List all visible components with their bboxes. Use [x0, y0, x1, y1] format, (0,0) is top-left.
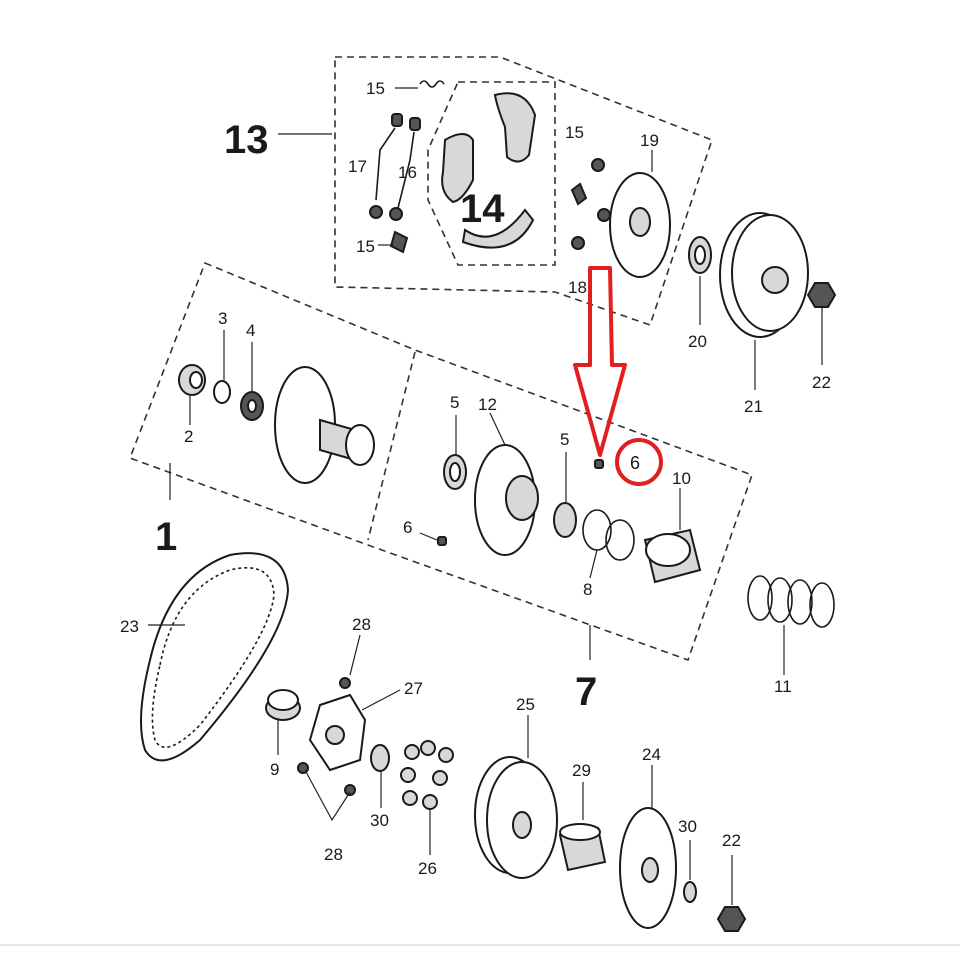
part-22-nut-top: [806, 282, 837, 365]
label-21: 21: [744, 397, 763, 416]
group-1-boundary: [128, 261, 754, 662]
group-14-boundary: [427, 81, 556, 266]
label-18: 18: [568, 278, 587, 297]
label-4: 4: [246, 321, 255, 340]
label-15-top: 15: [366, 79, 385, 98]
label-19: 19: [640, 131, 659, 150]
part-12-moveable-half: [474, 412, 539, 556]
part-5-ring-right: [553, 452, 577, 538]
part-23-belt: [140, 552, 290, 762]
label-10: 10: [672, 469, 691, 488]
part-26-rollers: [400, 740, 454, 855]
part-19-clutch-plate: [609, 150, 671, 278]
part-6-pin: [419, 532, 447, 546]
label-17: 17: [348, 157, 367, 176]
part-22-nut-bottom: [716, 855, 747, 932]
label-6-highlighted: 6: [630, 453, 640, 473]
part-4-seal: [240, 342, 264, 421]
part-17-16-pins: [369, 113, 421, 221]
part-25-pulley: [474, 715, 558, 879]
label-28-bottom: 28: [324, 845, 343, 864]
label-15-right: 15: [565, 123, 584, 142]
label-2: 2: [184, 427, 193, 446]
label-15-bottom: 15: [356, 237, 375, 256]
part-6-pin-highlighted: [594, 459, 604, 469]
part-27-ramp-plate: [308, 689, 401, 772]
part-28-sliders: [297, 634, 361, 822]
part-20-seal: [688, 236, 712, 325]
part-15-spring-top: [395, 80, 445, 89]
label-20: 20: [688, 332, 707, 351]
label-13: 13: [224, 118, 269, 162]
part-29-sleeve: [558, 782, 607, 872]
label-26: 26: [418, 859, 437, 878]
label-30-right: 30: [678, 817, 697, 836]
label-25: 25: [516, 695, 535, 714]
label-27: 27: [404, 679, 423, 698]
part-24-fan: [619, 765, 677, 929]
part-15-spring-bottom: [378, 230, 409, 254]
label-14: 14: [460, 187, 505, 231]
red-highlight-circle: [615, 438, 663, 486]
label-5-left: 5: [450, 393, 459, 412]
part-11-spring: [747, 575, 835, 675]
label-11: 11: [774, 677, 792, 696]
part-30-washer-right: [683, 840, 697, 903]
part-5-ring-left: [443, 415, 467, 490]
label-23: 23: [120, 617, 139, 636]
label-9: 9: [270, 760, 279, 779]
label-1: 1: [155, 515, 177, 559]
label-7: 7: [575, 670, 597, 714]
label-22-top: 22: [812, 373, 831, 392]
label-5-right: 5: [560, 430, 569, 449]
label-30-left: 30: [370, 811, 389, 830]
part-2-bearing: [178, 364, 206, 425]
label-6: 6: [403, 518, 412, 537]
part-9-sleeve: [265, 689, 301, 755]
label-12: 12: [478, 395, 497, 414]
label-8: 8: [583, 580, 592, 599]
part-variator-pulley: [274, 366, 375, 484]
label-16: 16: [398, 163, 417, 182]
label-28-top: 28: [352, 615, 371, 634]
label-22-bottom: 22: [722, 831, 741, 850]
part-14-clutch-shoes: [441, 92, 537, 249]
part-21-clutch-bell: [719, 212, 809, 390]
red-highlight-arrow: [573, 266, 627, 457]
part-15-spring-right: [570, 158, 611, 250]
group-divider: [367, 351, 416, 541]
part-30-washer-left: [370, 744, 390, 808]
part-3-washer: [213, 330, 231, 404]
label-24: 24: [642, 745, 661, 764]
label-3: 3: [218, 309, 227, 328]
label-29: 29: [572, 761, 591, 780]
part-10-sleeve: [643, 488, 702, 584]
part-8-rings: [582, 509, 635, 579]
